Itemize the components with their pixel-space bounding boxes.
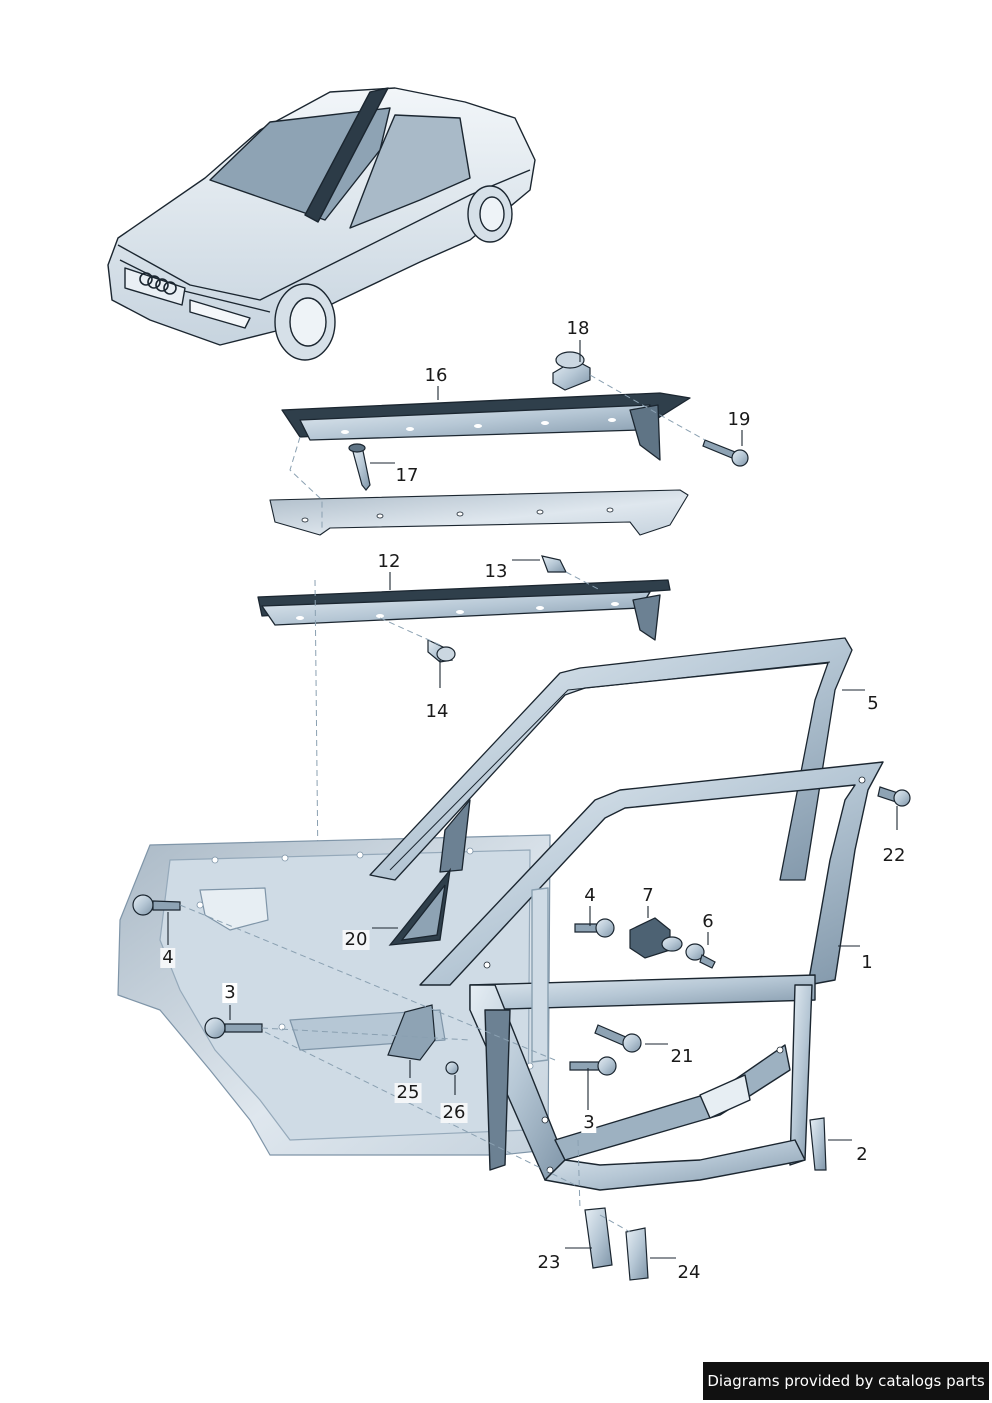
leader-lines [167, 340, 898, 1259]
callout-3-right: 3 [581, 1112, 597, 1133]
callout-12: 12 [375, 551, 403, 572]
callout-16: 16 [422, 365, 450, 386]
callout-13: 13 [482, 561, 510, 582]
callout-1: 1 [859, 952, 875, 973]
dash-line-12 [314, 571, 601, 871]
callout-4-right: 4 [582, 885, 598, 906]
part-26-nut [445, 1061, 459, 1075]
callout-23: 23 [535, 1252, 563, 1273]
callout-21: 21 [668, 1046, 696, 1067]
footer-credit-badge: Diagrams provided by catalogs parts [703, 1362, 989, 1400]
part-4-bolt-left [132, 894, 181, 916]
callout-19: 19 [725, 409, 753, 430]
part-23-guide [584, 1207, 613, 1269]
callout-22: 22 [880, 845, 908, 866]
callout-14: 14 [423, 701, 451, 722]
callout-5: 5 [865, 693, 881, 714]
part-3-bolt-left [204, 1017, 263, 1039]
car-overview [107, 87, 536, 361]
part-12-window-seal [257, 579, 671, 641]
callout-17: 17 [393, 465, 421, 486]
part-16-window-channel [281, 392, 691, 461]
part-4-bolt-right [574, 918, 615, 938]
callout-7: 7 [640, 885, 656, 906]
part-22-bolt [877, 786, 911, 807]
callout-18: 18 [564, 318, 592, 339]
dash-lines-lower [179, 904, 631, 1233]
part-14-clip [427, 639, 456, 663]
part-20-triangle-trim [388, 867, 451, 946]
callout-2: 2 [854, 1144, 870, 1165]
part-25-bracket [387, 1004, 436, 1061]
callout-3-left: 3 [222, 982, 238, 1003]
callout-4-left: 4 [160, 947, 176, 968]
footer-credit-text: Diagrams provided by catalogs parts [707, 1372, 985, 1390]
part-5-door-seal [369, 637, 853, 881]
part-3-bolt-right [569, 1056, 617, 1076]
callout-6: 6 [700, 911, 716, 932]
part-17-clip [348, 443, 371, 491]
part-7-hinge [629, 917, 683, 959]
part-21-screw [594, 1024, 642, 1053]
part-2-pad [809, 1117, 827, 1171]
callout-20: 20 [342, 929, 370, 950]
part-6-pin [685, 943, 716, 969]
callout-25: 25 [394, 1082, 422, 1103]
part-1-door-frame [419, 761, 884, 1191]
callout-24: 24 [675, 1262, 703, 1283]
part-13-clip [541, 555, 567, 573]
channel-liner [269, 489, 689, 536]
part-19-screw [702, 439, 749, 467]
callout-26: 26 [440, 1102, 468, 1123]
part-24-guide [625, 1227, 649, 1281]
part-18-damper [552, 351, 591, 391]
dash-line-16 [289, 374, 706, 530]
